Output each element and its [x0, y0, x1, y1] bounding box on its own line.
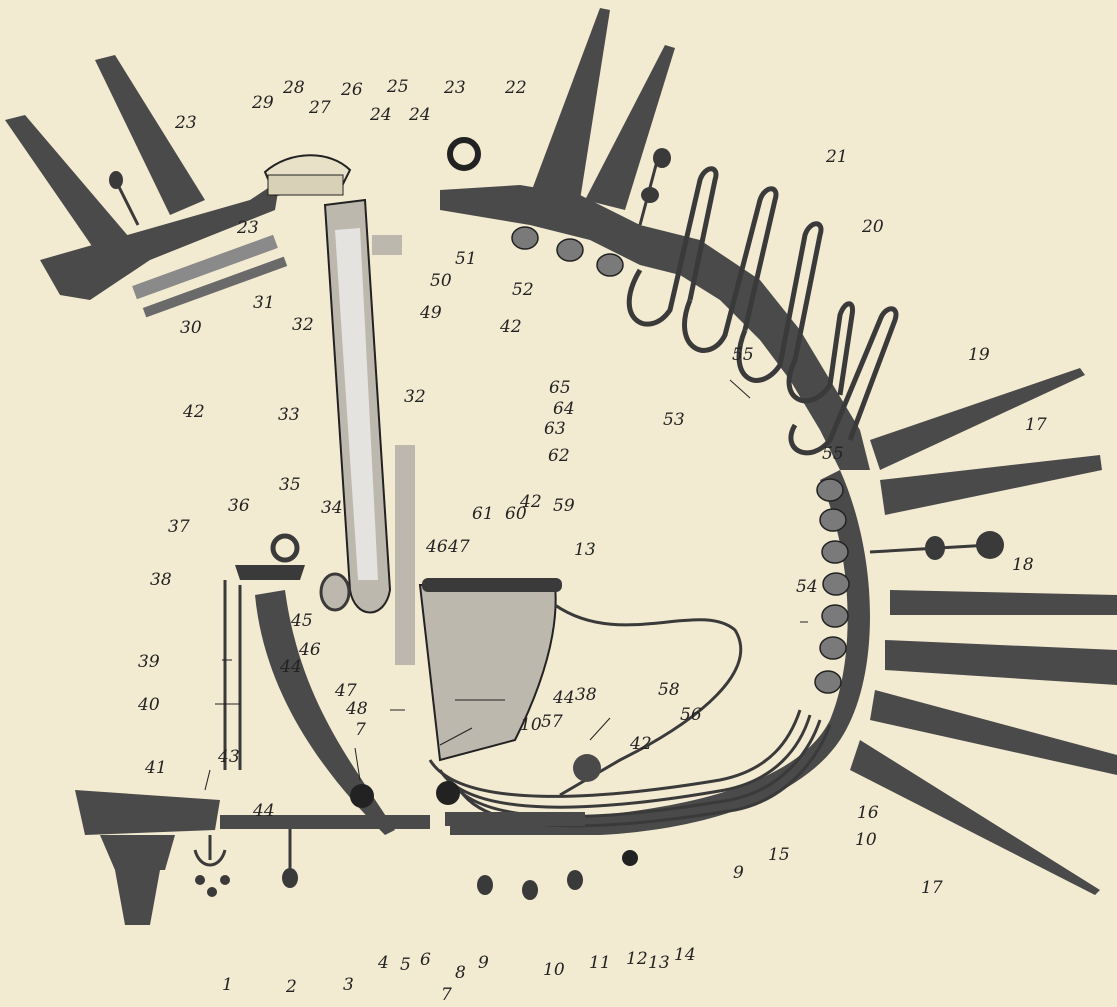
label-5: 5: [400, 955, 411, 975]
label-17: 17: [1025, 415, 1047, 435]
label-65: 65: [549, 378, 571, 398]
spine-top-1: [530, 8, 610, 200]
label-9: 9: [478, 953, 489, 973]
label-44: 44: [279, 657, 302, 677]
label-17-2: 17: [921, 878, 943, 898]
label-51: 51: [455, 249, 477, 269]
label-23: 23: [174, 113, 197, 133]
label-14: 14: [674, 945, 696, 965]
label-30: 30: [180, 318, 202, 338]
label-55: 55: [732, 345, 754, 365]
label-2: 2: [285, 977, 297, 997]
label-23-2: 23: [236, 218, 259, 238]
label-44-2: 44: [252, 801, 275, 821]
body-wall-top-left: [5, 55, 287, 317]
ampulla-22: [450, 140, 478, 168]
label-8: 8: [455, 963, 466, 983]
nerve-ring-left: [350, 784, 374, 808]
label-53: 53: [663, 410, 685, 430]
label-58: 58: [658, 680, 680, 700]
label-46-2: 46: [425, 537, 448, 557]
label-47-2: 47: [447, 537, 470, 557]
label-60: 60: [505, 504, 527, 524]
label-41: 41: [144, 758, 167, 778]
label-6: 6: [420, 950, 431, 970]
label-50: 50: [430, 271, 452, 291]
label-47: 47: [334, 681, 357, 701]
label-29: 29: [251, 93, 274, 113]
label-12: 12: [626, 949, 648, 969]
label-1: 1: [222, 975, 233, 995]
label-7: 7: [355, 720, 366, 740]
label-9-2: 9: [733, 863, 744, 883]
label-18: 18: [1012, 555, 1034, 575]
label-61: 61: [472, 504, 494, 524]
label-19: 19: [968, 345, 990, 365]
body-wall-right-spines: [850, 368, 1117, 895]
label-62: 62: [548, 446, 570, 466]
label-59: 59: [553, 496, 575, 516]
label-4: 4: [377, 953, 389, 973]
label-31: 31: [253, 293, 275, 313]
label-42: 42: [499, 317, 522, 337]
label-40: 40: [137, 695, 160, 715]
left-lower-structures: [195, 536, 638, 900]
label-52: 52: [512, 280, 534, 300]
label-35: 35: [279, 475, 301, 495]
label-64: 64: [553, 399, 575, 419]
label-57: 57: [541, 712, 563, 732]
label-7-2: 7: [441, 985, 452, 1005]
label-38-2: 38: [575, 685, 597, 705]
label-54: 54: [796, 577, 818, 597]
label-42-4: 42: [629, 734, 652, 754]
label-32-2: 32: [404, 387, 426, 407]
label-63: 63: [544, 419, 566, 439]
label-24-2: 24: [408, 105, 431, 125]
label-48: 48: [345, 699, 368, 719]
label-15: 15: [768, 845, 790, 865]
label-55-2: 55: [822, 444, 844, 464]
nerve-ring-right: [436, 781, 460, 805]
label-16: 16: [857, 803, 879, 823]
label-27: 27: [308, 98, 331, 118]
label-26: 26: [340, 80, 363, 100]
label-22: 22: [504, 78, 527, 98]
label-46: 46: [298, 640, 321, 660]
label-13: 13: [574, 540, 596, 560]
label-25: 25: [386, 77, 409, 97]
label-10: 10: [520, 715, 542, 735]
label-10-2: 10: [543, 960, 565, 980]
label-34: 34: [321, 498, 343, 518]
madreporite: [265, 155, 350, 195]
label-10-3: 10: [855, 830, 877, 850]
label-38: 38: [150, 570, 172, 590]
label-37: 37: [168, 517, 190, 537]
label-21: 21: [825, 147, 848, 167]
label-13-2: 13: [648, 953, 670, 973]
label-33: 33: [278, 405, 300, 425]
label-23-3: 23: [443, 78, 466, 98]
label-20: 20: [861, 217, 884, 237]
label-43: 43: [217, 747, 240, 767]
label-11: 11: [589, 953, 611, 973]
spine-top-left-2: [95, 55, 205, 215]
label-32: 32: [292, 315, 314, 335]
label-36: 36: [228, 496, 250, 516]
label-39: 39: [138, 652, 160, 672]
label-42-2: 42: [182, 402, 205, 422]
tiedemann-body: [573, 754, 601, 782]
label-3: 3: [343, 975, 354, 995]
label-28: 28: [282, 78, 305, 98]
label-56: 56: [680, 705, 702, 725]
label-49: 49: [419, 303, 442, 323]
label-45: 45: [290, 611, 313, 631]
label-44-3: 44: [552, 688, 575, 708]
label-24: 24: [369, 105, 392, 125]
